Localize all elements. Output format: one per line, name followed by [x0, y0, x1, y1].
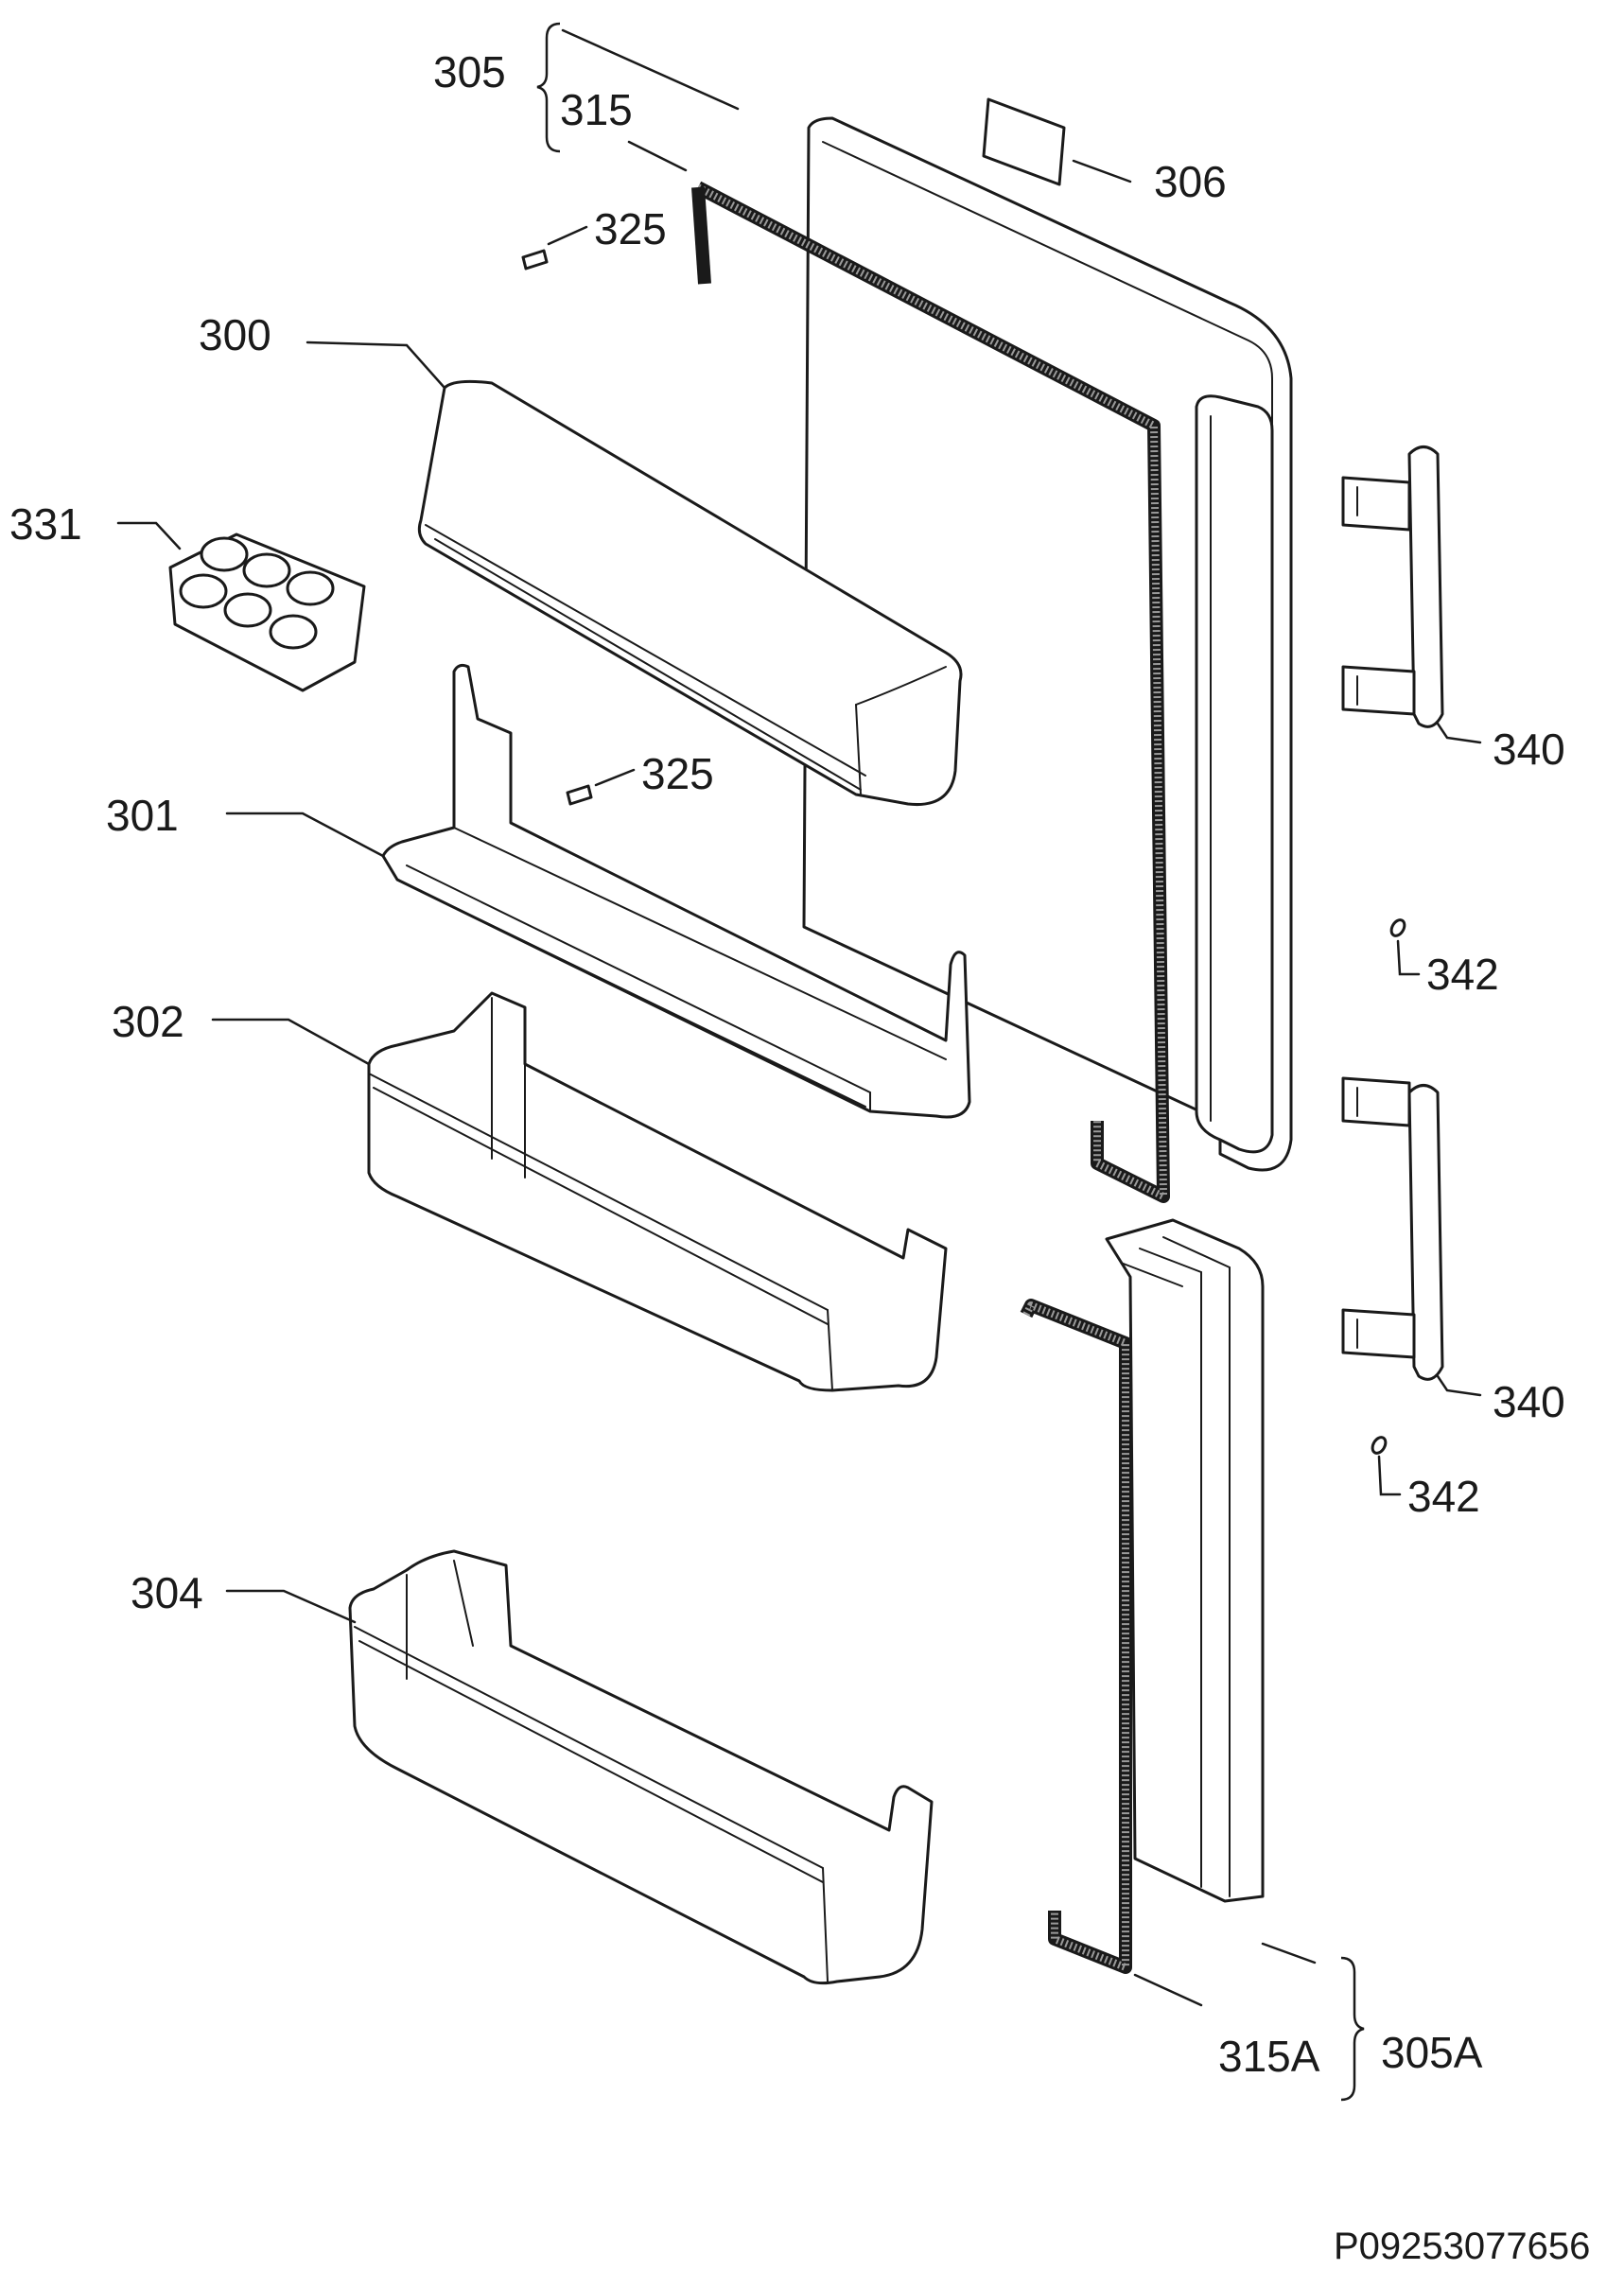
label-302: 302	[112, 997, 184, 1046]
lower-door-gasket	[1020, 1299, 1132, 1974]
label-304: 304	[131, 1568, 203, 1617]
label-340-upper: 340	[1493, 725, 1565, 774]
bottle-shelf	[348, 1549, 934, 1985]
screw-325-upper	[521, 249, 549, 271]
upper-door-panel	[802, 116, 1293, 1172]
brace-305	[536, 22, 561, 153]
label-342-lower: 342	[1407, 1472, 1480, 1521]
label-300: 300	[199, 310, 271, 359]
label-305A: 305A	[1381, 2028, 1483, 2077]
egg-tray	[168, 533, 366, 692]
label-315A: 315A	[1218, 2032, 1320, 2081]
cap-342-upper	[1389, 918, 1406, 937]
rating-label-plate	[982, 97, 1066, 186]
label-325-upper: 325	[594, 204, 667, 253]
brace-305A	[1340, 1956, 1365, 2102]
lower-door-panel	[1105, 1218, 1265, 1903]
label-340-lower: 340	[1493, 1377, 1565, 1426]
drawing-code: P09253077656	[1334, 2226, 1590, 2267]
label-331: 331	[9, 499, 82, 549]
dairy-compartment	[417, 379, 963, 807]
door-handle-lower	[1341, 1076, 1444, 1381]
cap-342-lower	[1371, 1436, 1388, 1455]
screw-325-middle	[566, 784, 593, 806]
label-306: 306	[1154, 157, 1227, 206]
label-325-middle: 325	[641, 749, 714, 798]
label-301: 301	[106, 791, 179, 840]
door-shelf-middle	[367, 991, 948, 1392]
upper-door-gasket	[691, 181, 1170, 1203]
door-shelf-upper	[381, 663, 971, 1119]
label-305: 305	[433, 47, 506, 96]
door-handle-upper	[1341, 445, 1444, 728]
label-342-upper: 342	[1426, 950, 1499, 999]
leader-lines	[116, 28, 1482, 2007]
label-315: 315	[560, 85, 633, 134]
